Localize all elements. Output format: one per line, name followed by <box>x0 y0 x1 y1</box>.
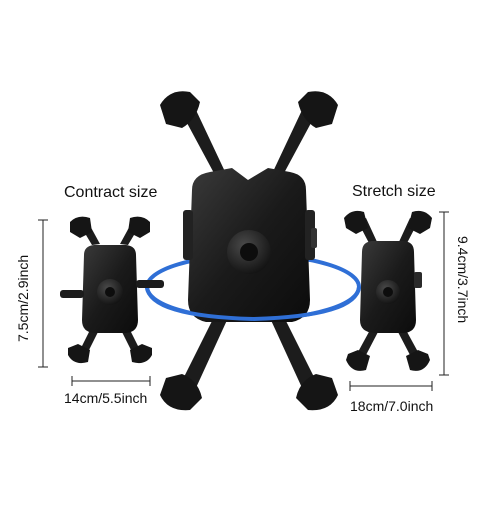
contract-size-title: Contract size <box>64 184 158 201</box>
contract-width-label: 14cm/5.5inch <box>64 390 148 406</box>
stretch-size-title: Stretch size <box>352 183 436 200</box>
stretch-width-label: 18cm/7.0inch <box>350 398 434 414</box>
dimension-lines <box>38 211 449 391</box>
center-holder <box>160 91 338 411</box>
stretch-height-label: 9.4cm/3.7inch <box>455 236 471 324</box>
contract-height-label: 7.5cm/2.9inch <box>15 254 31 342</box>
stretch-holder <box>344 210 432 371</box>
contract-holder <box>60 216 164 364</box>
